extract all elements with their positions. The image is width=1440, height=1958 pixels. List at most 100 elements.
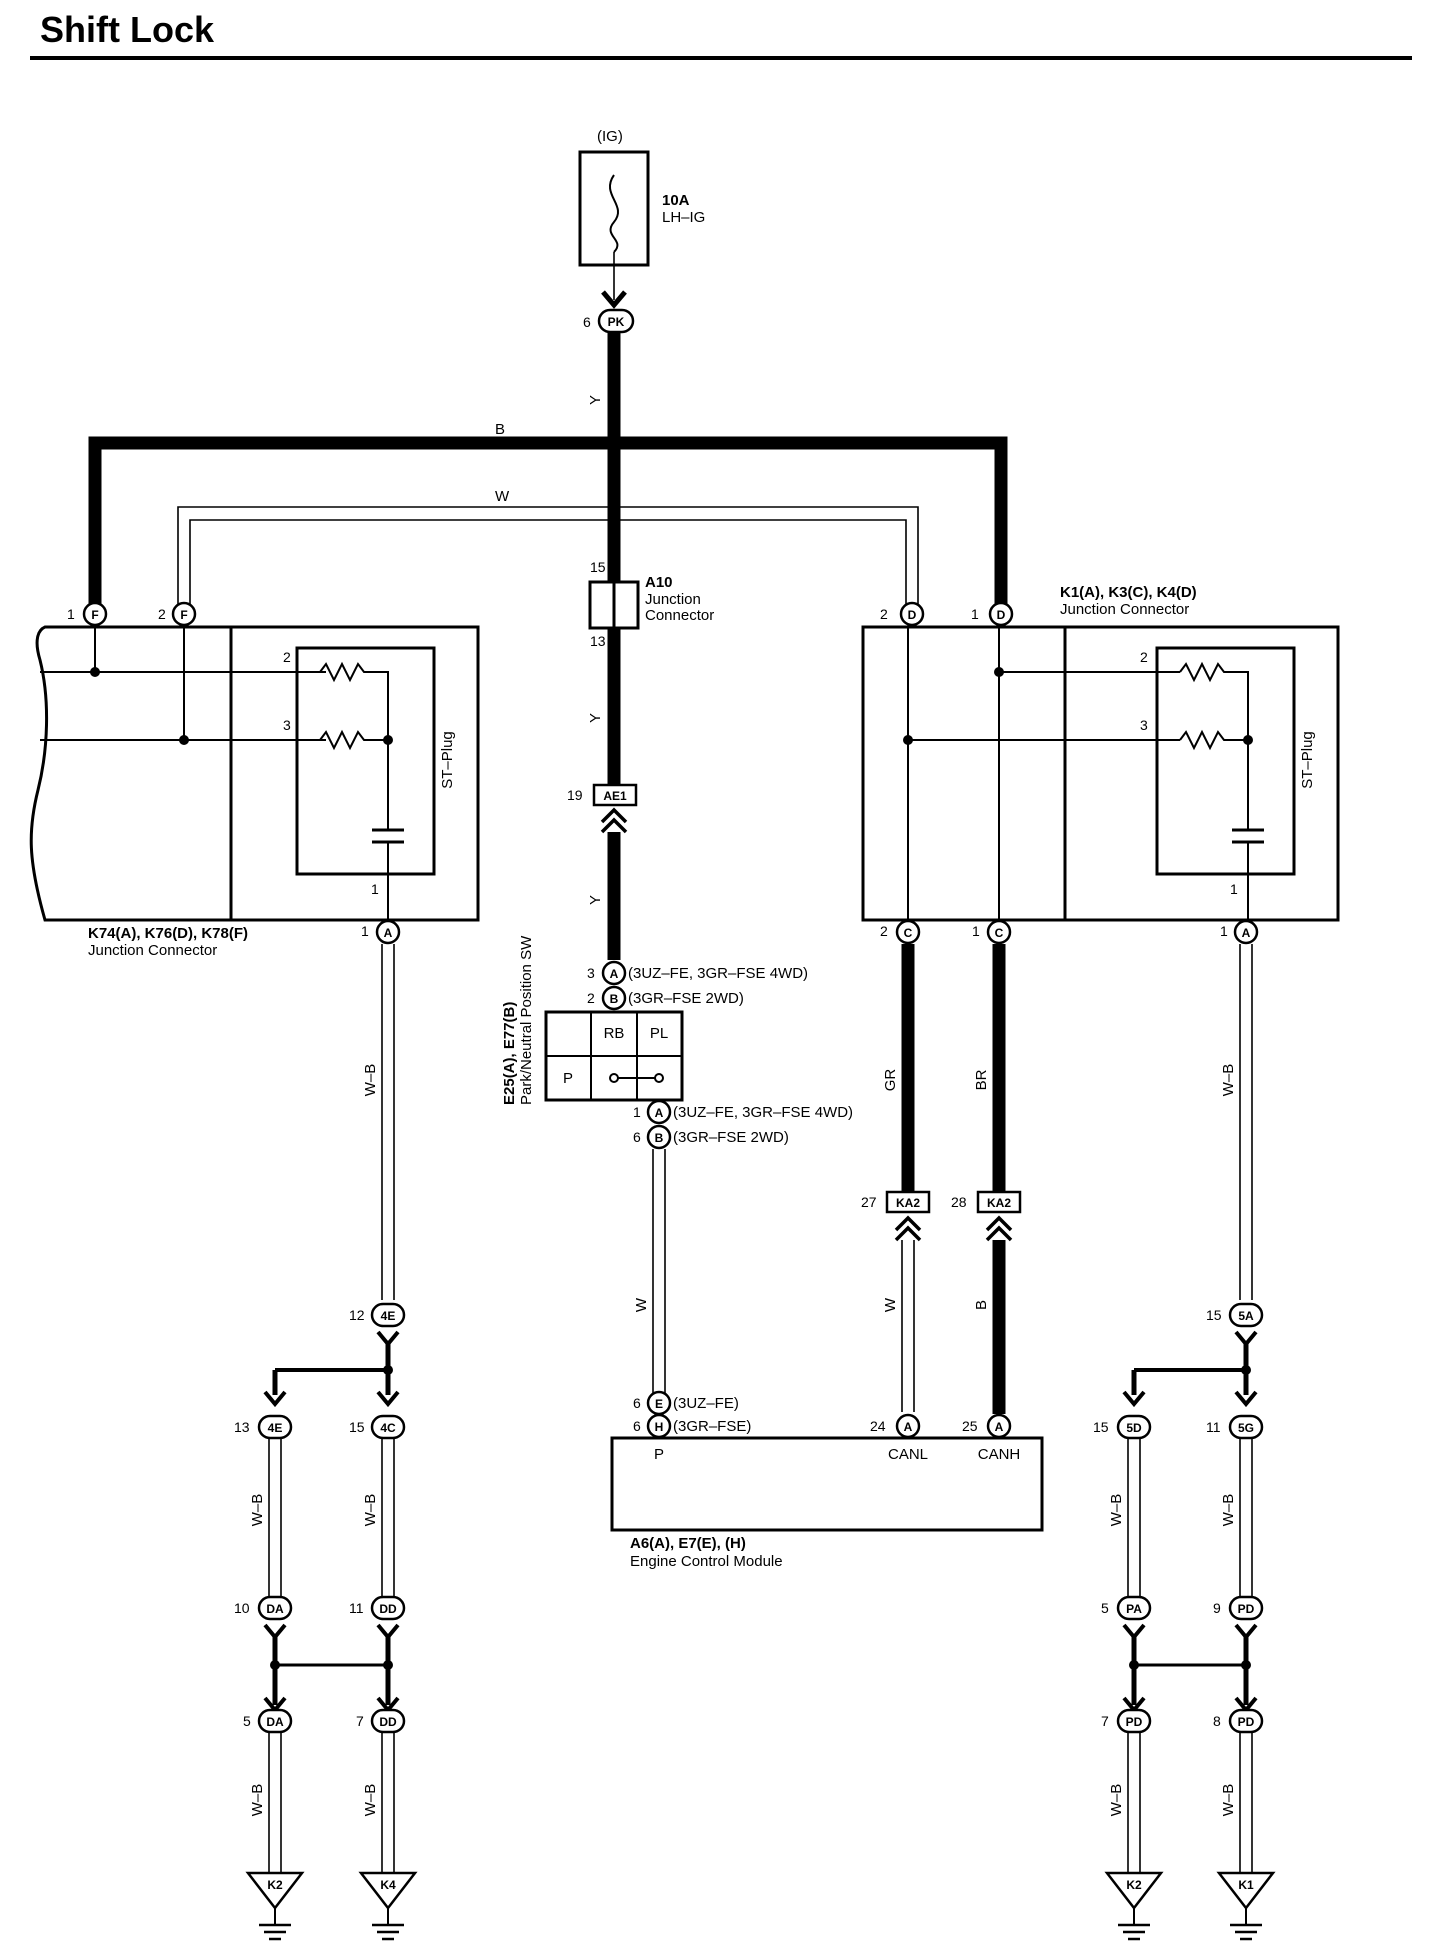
left-dd-bot-connector (370, 1708, 406, 1734)
right-cross-node-1 (1129, 1660, 1139, 1670)
right-stplug-pin1: 1 (1230, 881, 1238, 897)
right-pd-bl-label: PD (1126, 1715, 1143, 1729)
pnp-top-b-letter: B (610, 992, 619, 1006)
right-wb-label-1: W–B (1108, 1494, 1125, 1527)
left-4e-pin: 13 (234, 1419, 250, 1435)
right-jc-d2-connector (899, 601, 925, 627)
left-4e-connector (257, 1414, 293, 1440)
right-pd-br-pin: 8 (1213, 1713, 1221, 1729)
arrow-down-icon (1122, 1623, 1146, 1641)
left-wb-label-3: W–B (249, 1784, 266, 1817)
right-pd-br-connector (1228, 1708, 1264, 1734)
right-5d-pin: 15 (1093, 1419, 1109, 1435)
left-da-top-label: DA (266, 1602, 284, 1616)
left-da-top-connector (257, 1595, 293, 1621)
right-pd-br-label: PD (1238, 1715, 1255, 1729)
a10-pin-bottom: 13 (590, 633, 606, 649)
ecm-canl-letter: A (904, 1420, 913, 1434)
left-jc-f1-connector (82, 601, 108, 627)
right-pa-label: PA (1126, 1602, 1142, 1616)
pnp-top-b-note: (3GR–FSE 2WD) (628, 990, 744, 1007)
pnp-top-a-note: (3UZ–FE, 3GR–FSE 4WD) (628, 965, 808, 982)
left-jc-f2-pin: 2 (158, 606, 166, 622)
fuse-rating: 10A (662, 192, 690, 209)
right-jc-d2-pin: 2 (880, 606, 888, 622)
left-jc-a-connector (375, 919, 401, 945)
right-ground-network: W–B 15 5A 15 5D 11 5G W–B W–B 5 PA 9 PD (1093, 944, 1276, 1941)
ground-k1-label: K1 (1238, 1878, 1254, 1892)
left-4e-label: 4E (268, 1421, 283, 1435)
right-pd-top-label: PD (1238, 1602, 1255, 1616)
ecm-canl-label: CANL (888, 1446, 928, 1463)
pnp-contact-2 (654, 1073, 664, 1083)
left-jc-a-pin: 1 (361, 923, 369, 939)
ecm-canl-pin: 24 (870, 1418, 886, 1434)
right-jc-c2-label: C (904, 926, 913, 940)
pk-connector (597, 308, 635, 334)
ae1-pin: 19 (567, 787, 583, 803)
right-5g-connector (1228, 1414, 1264, 1440)
wire-y-label-2: Y (587, 713, 604, 723)
left-jc-f1-label: F (91, 608, 98, 622)
right-jc-node-2 (903, 735, 913, 745)
right-jc-a-label: A (1242, 926, 1251, 940)
pnp-bot-a-pin: 1 (633, 1104, 641, 1120)
arrow-down-icon (601, 290, 627, 309)
left-stplug-pin1: 1 (371, 881, 379, 897)
left-dd-bot-pin: 7 (356, 1713, 364, 1729)
right-jc-d1-pin: 1 (971, 606, 979, 622)
right-jc-d1-connector (988, 601, 1014, 627)
left-wb-label: W–B (362, 1064, 379, 1097)
pnp-bot-b-connector (646, 1124, 672, 1150)
right-jc-a-connector (1233, 919, 1259, 945)
wire-gr-label: GR (882, 1069, 899, 1092)
right-pd-top-pin: 9 (1213, 1600, 1221, 1616)
arrow-down-icon (263, 1390, 287, 1408)
left-jc-node-1 (90, 667, 100, 677)
wire-b-canh-label: B (973, 1300, 990, 1310)
right-stplug-pin3: 3 (1140, 717, 1148, 733)
ae1-label: AE1 (603, 789, 627, 803)
fuse-box (578, 150, 650, 267)
right-stplug-pin2: 2 (1140, 649, 1148, 665)
wire-b-label: B (495, 421, 505, 438)
pnp-top-a-connector (601, 960, 627, 986)
ground-k2-left-icon (245, 1871, 305, 1911)
fuse-element (608, 174, 620, 253)
ecm-canh-label: CANH (978, 1446, 1021, 1463)
left-ground-network: 12 4E 13 4E 15 4C W–B W–B 10 DA 11 DD (234, 1302, 418, 1941)
chevron-up-icon (894, 1215, 922, 1242)
left-stplug-box (295, 646, 436, 876)
right-5d-label: 5D (1126, 1421, 1142, 1435)
left-jc-f2-connector (171, 601, 197, 627)
left-wb-label-4: W–B (362, 1784, 379, 1817)
pnp-bot-b-pin: 6 (633, 1129, 641, 1145)
left-jc-body (29, 625, 480, 922)
arrow-down-icon (1122, 1390, 1146, 1408)
right-wb-label-3: W–B (1108, 1784, 1125, 1817)
ecm-canh-letter: A (995, 1420, 1004, 1434)
arrow-down-icon (376, 1390, 400, 1408)
wire-w-canl-label: W (882, 1297, 899, 1312)
ecm-box (610, 1436, 1044, 1532)
right-wb-label-4: W–B (1220, 1784, 1237, 1817)
ka2-left-pin: 27 (861, 1194, 877, 1210)
right-resistor-2 (1179, 729, 1248, 751)
left-wb-label-1: W–B (249, 1494, 266, 1527)
right-5a-label: 5A (1238, 1309, 1254, 1323)
wire-br-label: BR (973, 1069, 990, 1090)
wire-w-bus-outer (177, 506, 919, 614)
left-4e-junction-pin: 12 (349, 1307, 365, 1323)
pk-pin: 6 (583, 314, 591, 330)
ae1-connector (592, 783, 638, 807)
wire-b-bus (88, 436, 1008, 614)
left-wb-label-2: W–B (362, 1494, 379, 1527)
right-5a-connector (1228, 1302, 1264, 1328)
ka2-left-connector (885, 1190, 931, 1214)
ecm-p-label: P (654, 1446, 664, 1463)
right-jc-c1-pin: 1 (972, 923, 980, 939)
ecm-name: A6(A), E7(E), (H) (630, 1535, 746, 1552)
chevron-up-icon (985, 1215, 1013, 1242)
ka2-left-label: KA2 (896, 1196, 920, 1210)
right-jc-body (861, 625, 1340, 922)
